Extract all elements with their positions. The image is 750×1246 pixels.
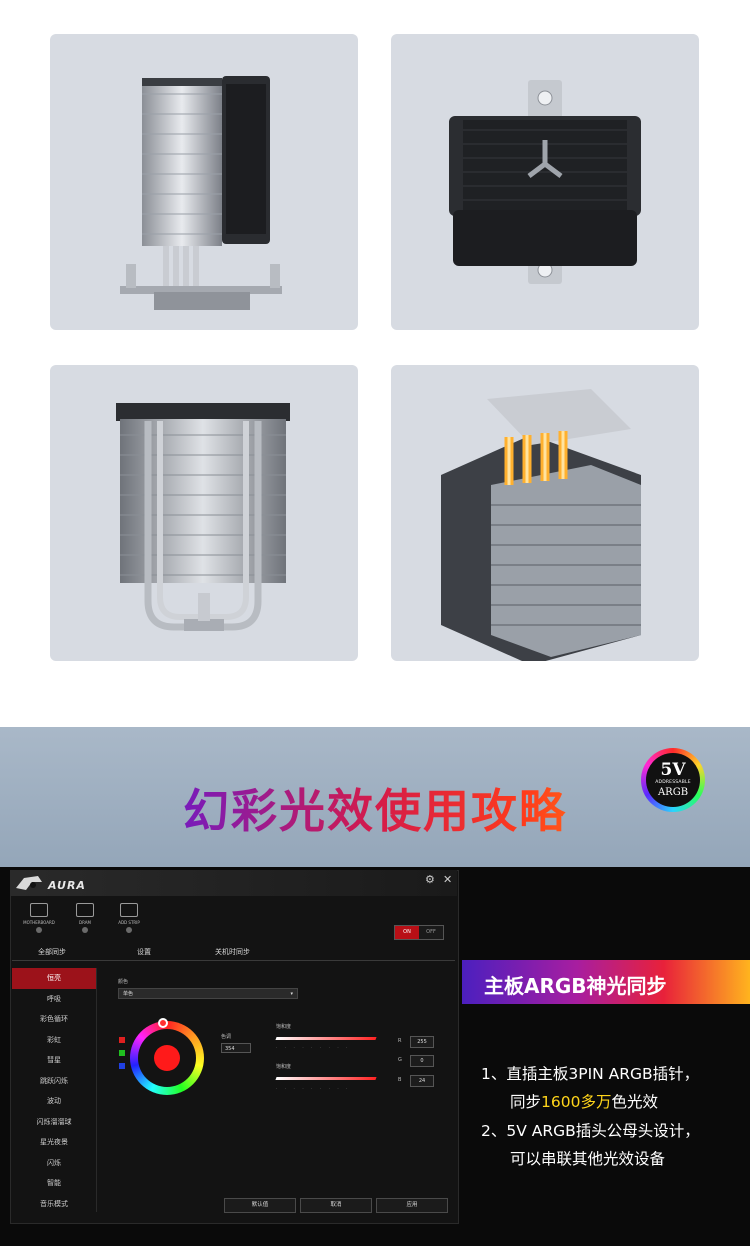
- b-input[interactable]: 24: [410, 1075, 434, 1087]
- mode-item-color-cycle[interactable]: 彩色循环: [40, 1015, 68, 1023]
- saturation-slider[interactable]: [275, 1036, 381, 1042]
- mode-item-comet[interactable]: 彗星: [47, 1056, 61, 1064]
- section-banner: [0, 727, 750, 867]
- mode-list: 恒亮 呼吸 彩色循环 彩虹 彗星 跳跃闪烁 波动 闪烁溜溜球 星光夜景 闪烁 智…: [12, 968, 96, 1214]
- product-card-front-view: [50, 365, 358, 661]
- mode-item-music[interactable]: 音乐模式: [40, 1199, 68, 1208]
- mode-item-smart[interactable]: 智能: [47, 1179, 61, 1187]
- device-indicator: [82, 927, 88, 933]
- device-indicator: [36, 927, 42, 933]
- color-count-highlight: 1600多万: [541, 1093, 612, 1111]
- swatch-blue[interactable]: [119, 1063, 125, 1069]
- g-input[interactable]: 0: [410, 1055, 434, 1067]
- mode-item-rainbow[interactable]: 彩虹: [47, 1035, 61, 1044]
- feature-line-2-post: 色光效: [611, 1093, 658, 1111]
- cooler-side-illustration: [120, 76, 282, 310]
- feature-line-2: 同步1600多万色光效: [510, 1090, 658, 1112]
- saturation-label: 饱和度: [276, 1024, 292, 1030]
- cooler-front-illustration: [116, 403, 290, 631]
- saturation-ticks: ·········: [276, 1045, 355, 1050]
- mode-item-starry-night[interactable]: 星光夜景: [40, 1138, 68, 1146]
- power-off[interactable]: OFF: [426, 929, 436, 935]
- apply-button[interactable]: 应用: [376, 1198, 448, 1213]
- badge-argb: ARGB: [657, 787, 689, 798]
- g-label: G: [398, 1057, 402, 1063]
- r-label: R: [398, 1038, 402, 1044]
- tab-shutdown-sync[interactable]: 关机时同步: [215, 948, 250, 956]
- brand-logo-icon: [527, 140, 563, 178]
- default-button[interactable]: 默认值: [224, 1198, 296, 1213]
- selected-color-preview: [154, 1045, 180, 1071]
- banner-title: 幻彩光效使用攻略: [0, 775, 750, 841]
- product-card-top-view: [391, 34, 699, 330]
- brightness-ticks: ·········: [276, 1086, 355, 1091]
- mode-item-glowing-yoyo[interactable]: 闪烁溜溜球: [36, 1117, 72, 1126]
- swatch-red[interactable]: [119, 1037, 125, 1043]
- aura-logo: AURA: [48, 879, 86, 892]
- tabs-bar: [12, 944, 455, 961]
- hue-input[interactable]: 354: [221, 1043, 251, 1053]
- mode-item-static[interactable]: 恒亮: [12, 968, 96, 989]
- product-card-side-view: [50, 34, 358, 330]
- color-wheel-handle[interactable]: [158, 1018, 168, 1028]
- cooler-top-illustration: [449, 80, 641, 284]
- feature-line-1: 1、直插主板3PIN ARGB插针，: [481, 1065, 700, 1083]
- dram-icon: [76, 903, 94, 917]
- aura-titlebar: [10, 870, 457, 896]
- badge-voltage: 5V: [660, 760, 686, 780]
- power-toggle[interactable]: ON OFF: [394, 925, 444, 940]
- b-label: B: [398, 1077, 402, 1083]
- device-add-strip[interactable]: ADD STRIP: [107, 903, 151, 933]
- feature-title: 主板ARGB神光同步: [484, 974, 667, 998]
- mode-sidebar: [12, 968, 97, 1212]
- chevron-down-icon: ▾: [290, 991, 293, 997]
- saturation-track: [275, 1037, 377, 1040]
- product-card-angle-view: [391, 365, 699, 661]
- close-icon[interactable]: ✕: [443, 873, 453, 886]
- motherboard-icon: [30, 903, 48, 917]
- settings-icon[interactable]: ⚙: [425, 873, 435, 886]
- device-label: DRAM: [79, 920, 91, 925]
- device-dram[interactable]: DRAM: [63, 903, 107, 933]
- color-mode-value: 单色: [123, 991, 134, 997]
- color-mode-select[interactable]: 单色 ▾: [118, 988, 298, 999]
- swatch-green[interactable]: [119, 1050, 125, 1056]
- mode-item-wave[interactable]: 波动: [47, 1097, 61, 1105]
- brightness-track: [275, 1077, 377, 1080]
- mode-item-strobing[interactable]: 闪烁: [47, 1158, 61, 1167]
- color-wheel[interactable]: [130, 1021, 204, 1095]
- mode-item-breathing[interactable]: 呼吸: [47, 994, 61, 1003]
- device-motherboard[interactable]: MOTHERBOARD: [17, 903, 61, 933]
- r-input[interactable]: 255: [410, 1036, 434, 1048]
- device-label: ADD STRIP: [118, 920, 140, 925]
- color-wheel-center: [138, 1029, 196, 1087]
- mode-item-flash-and-dash[interactable]: 跳跃闪烁: [40, 1076, 68, 1085]
- color-label: 颜色: [118, 979, 129, 985]
- feature-line-4: 可以串联其他光效设备: [510, 1150, 666, 1168]
- hue-label: 色调: [221, 1034, 232, 1040]
- led-strip-icon: [120, 903, 138, 917]
- argb-badge: 5V ADDRESSABLE ARGB: [641, 748, 705, 812]
- rog-logo-icon: [16, 876, 42, 890]
- feature-ribbon: [462, 960, 750, 1004]
- cancel-button[interactable]: 取消: [300, 1198, 372, 1213]
- feature-line-3: 2、5V ARGB插头公母头设计，: [481, 1122, 700, 1140]
- brightness-slider[interactable]: [275, 1076, 381, 1082]
- badge-addressable: ADDRESSABLE: [655, 780, 691, 785]
- power-on[interactable]: ON: [395, 926, 419, 939]
- device-indicator: [126, 927, 132, 933]
- tab-sync-all[interactable]: 全部同步: [38, 948, 66, 956]
- feature-line-2-pre: 同步: [510, 1093, 542, 1111]
- brightness-label: 饱和度: [276, 1064, 292, 1070]
- tab-settings[interactable]: 设置: [137, 948, 151, 956]
- cooler-angle-illustration: [441, 389, 641, 661]
- device-label: MOTHERBOARD: [23, 920, 55, 925]
